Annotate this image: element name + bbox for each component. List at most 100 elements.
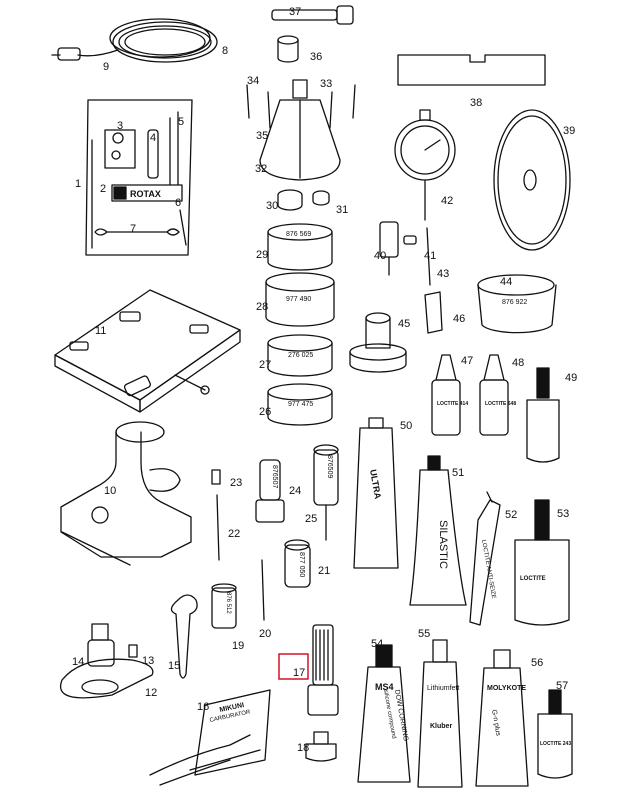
- part-label-rotax: ROTAX: [130, 189, 161, 199]
- part-syringe-52: [469, 491, 501, 626]
- callout-51: 51: [452, 467, 464, 479]
- part-label-ring-29: 876 569: [286, 231, 311, 238]
- part-tube-56: [475, 649, 529, 787]
- callout-12: 12: [145, 687, 157, 699]
- part-rod-43: [426, 227, 431, 286]
- part-label-ring-26: 977 475: [288, 401, 313, 408]
- callout-10: 10: [104, 485, 116, 497]
- part-label-tube-56a: MOLYKOTE: [487, 685, 526, 692]
- part-cable-coil: [51, 18, 218, 63]
- part-cap-30: [277, 189, 303, 211]
- callout-41: 41: [424, 250, 436, 262]
- callout-22: 22: [228, 528, 240, 540]
- callout-54: 54: [371, 638, 383, 650]
- callout-30: 30: [266, 200, 278, 212]
- part-label-ring-27: 276 025: [288, 352, 313, 359]
- callout-5: 5: [178, 116, 184, 128]
- part-bottle-53: [514, 499, 570, 626]
- part-loctite-48: [479, 354, 509, 436]
- callout-45: 45: [398, 318, 410, 330]
- part-pin-22: [216, 494, 220, 561]
- part-label-ring-44: 876 922: [502, 299, 527, 306]
- part-pin-23: [211, 469, 221, 485]
- part-carburetor-tool-set: [149, 689, 271, 786]
- part-label-tool-19: 876 512: [225, 592, 231, 614]
- part-engine-stand: [60, 421, 192, 566]
- part-label-tool-21: 877 050: [298, 552, 305, 577]
- part-ring-28: [265, 272, 335, 327]
- part-label-loctite-47: LOCTITE 414: [437, 401, 468, 407]
- callout-32: 32: [255, 163, 267, 175]
- callout-34: 34: [247, 75, 259, 87]
- part-tube-54: [357, 644, 411, 783]
- callout-24: 24: [289, 485, 301, 497]
- part-loctite-49: [526, 367, 560, 463]
- callout-39: 39: [563, 125, 575, 137]
- part-label-tube-55b: Kluber: [430, 723, 452, 730]
- callout-16: 16: [197, 701, 209, 713]
- callout-26: 26: [259, 406, 271, 418]
- part-tool-25: [313, 444, 339, 541]
- part-label-tube-56b: G-n plus: [490, 709, 502, 737]
- part-bolt-34c: [267, 91, 271, 129]
- callout-36: 36: [310, 51, 322, 63]
- callout-40: 40: [374, 250, 386, 262]
- part-label-bottle-53: LOCTITE: [520, 576, 546, 582]
- callout-1: 1: [75, 178, 81, 190]
- callout-4: 4: [150, 132, 156, 144]
- callout-47: 47: [461, 355, 473, 367]
- callout-21: 21: [318, 565, 330, 577]
- callout-29: 29: [256, 249, 268, 261]
- callout-28: 28: [256, 301, 268, 313]
- callout-42: 42: [441, 195, 453, 207]
- part-ring-27: [267, 334, 333, 377]
- part-label-tool-25: 876509: [326, 455, 333, 478]
- part-label-tool-24: 876507: [271, 465, 278, 488]
- callout-7: 7: [130, 223, 136, 235]
- part-sleeve-44: [477, 274, 557, 334]
- callout-50: 50: [400, 420, 412, 432]
- callout-13: 13: [142, 655, 154, 667]
- part-cap-31: [312, 190, 330, 206]
- callout-44: 44: [500, 276, 512, 288]
- callout-25: 25: [305, 513, 317, 525]
- part-label-tube-51: SILASTIC: [437, 520, 449, 569]
- callout-52: 52: [505, 509, 517, 521]
- part-spanner-15: [170, 594, 198, 679]
- callout-17: 17: [293, 667, 305, 679]
- callout-23: 23: [230, 477, 242, 489]
- part-tube-50: [353, 417, 399, 569]
- callout-43: 43: [437, 268, 449, 280]
- part-tube-51: [409, 455, 467, 606]
- part-label-ring-28: 977 490: [286, 296, 311, 303]
- callout-31: 31: [336, 204, 348, 216]
- callout-27: 27: [259, 359, 271, 371]
- part-tool-24: [255, 459, 285, 523]
- part-label-tube-50: ULTRA: [368, 469, 383, 501]
- callout-11: 11: [95, 325, 106, 337]
- callout-56: 56: [531, 657, 543, 669]
- callout-8: 8: [222, 45, 228, 57]
- callout-53: 53: [557, 508, 569, 520]
- part-dial-indicator-42: [394, 109, 456, 221]
- part-bolt-34b: [352, 84, 356, 119]
- part-gauge-bar-38: [397, 54, 546, 86]
- part-bottle-57: [537, 689, 573, 779]
- part-loctite-47: [431, 354, 461, 436]
- part-puller-32: [259, 79, 341, 181]
- callout-6: 6: [175, 197, 181, 209]
- part-disc-39: [493, 109, 571, 251]
- part-adapter-40: [379, 221, 399, 276]
- callout-2: 2: [100, 183, 106, 195]
- part-pin-20: [261, 559, 265, 621]
- part-mounting-plate: [54, 289, 241, 413]
- part-ring-29: [267, 223, 333, 271]
- part-screw-41: [403, 235, 417, 245]
- part-bolt-34d: [329, 91, 333, 129]
- callout-9: 9: [103, 61, 109, 73]
- callout-48: 48: [512, 357, 524, 369]
- callout-37: 37: [289, 6, 301, 18]
- part-tool-19: [211, 583, 237, 629]
- part-label-tube-54a: MS4: [375, 682, 394, 692]
